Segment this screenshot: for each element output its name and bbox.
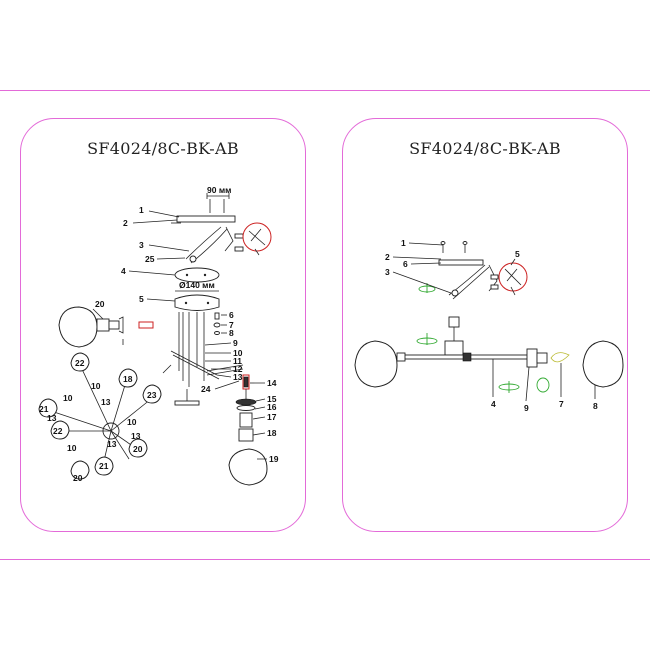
part-label: 25 [145, 254, 155, 264]
dim-canopy-label: Ø140 мм [179, 280, 215, 290]
dim-top-label: 90 мм [207, 185, 231, 195]
part-label: 20 [73, 473, 83, 483]
part-label: 20 [133, 444, 143, 454]
part-label: 6 [403, 259, 408, 269]
part-label: 20 [95, 299, 105, 309]
part-label: 5 [515, 249, 520, 259]
part-label: 9 [524, 403, 529, 413]
arm-wires [185, 222, 272, 264]
part-label: 19 [269, 454, 279, 464]
part-label: 9 [233, 338, 238, 348]
right-leader-lines [392, 242, 596, 402]
part-label: 10 [233, 348, 243, 358]
part-label: 12 [233, 364, 243, 374]
left-panel: SF4024/8C-BK-AB 90 мм [20, 118, 306, 532]
part-label: 3 [385, 267, 390, 277]
part-label: 6 [229, 310, 234, 320]
part-label: 17 [267, 412, 277, 422]
part-label: 10 [91, 381, 101, 391]
left-part-labels: 1 2 3 25 4 5 6 7 8 9 10 11 12 13 24 14 1… [39, 205, 279, 483]
right-exploded-diagram: 1 2 6 3 5 4 9 7 8 [354, 238, 624, 413]
part-label: 21 [39, 404, 49, 414]
leader-lines [92, 210, 267, 460]
part-label: 1 [139, 205, 144, 215]
part-label: 4 [491, 399, 496, 409]
rods [170, 312, 244, 406]
part-label: 2 [123, 218, 128, 228]
left-exploded-diagram: 90 мм Ø140 мм [38, 185, 279, 486]
part-label: 22 [53, 426, 63, 436]
mounting-bracket: 90 мм [171, 185, 236, 224]
right-part-labels: 1 2 6 3 5 4 9 7 8 [385, 238, 598, 413]
right-panel: SF4024/8C-BK-AB [342, 118, 628, 532]
sheet-frame [0, 90, 650, 560]
part-label: 1 [401, 238, 406, 248]
part-label: 16 [267, 402, 277, 412]
part-label: 13 [107, 439, 117, 449]
right-model-title: SF4024/8C-BK-AB [409, 139, 561, 158]
part-label: 13 [47, 413, 57, 423]
part-label: 10 [67, 443, 77, 453]
part-label: 8 [593, 401, 598, 411]
part-label: 13 [131, 431, 141, 441]
part-label: 22 [75, 358, 85, 368]
part-label: 10 [127, 417, 137, 427]
part-label: 14 [267, 378, 277, 388]
part-label: 3 [139, 240, 144, 250]
part-label: 15 [267, 394, 277, 404]
arm-star [38, 352, 162, 480]
part-label: 11 [233, 356, 242, 366]
part-label: 24 [201, 384, 211, 394]
part-label: 18 [267, 428, 277, 438]
part-label: 8 [229, 328, 234, 338]
socket-stack [228, 374, 268, 486]
part-label: 13 [101, 397, 111, 407]
part-label: 13 [233, 372, 243, 382]
shade-20 [58, 306, 154, 348]
horizontal-bar [354, 340, 624, 388]
canopy: Ø140 мм [174, 280, 220, 311]
part-label: 18 [123, 374, 133, 384]
left-model-title: SF4024/8C-BK-AB [87, 139, 239, 158]
part-label: 21 [99, 461, 109, 471]
part-label: 10 [63, 393, 73, 403]
part-label: 23 [147, 390, 157, 400]
part-label: 2 [385, 252, 390, 262]
part-label: 5 [139, 294, 144, 304]
part-label: 7 [559, 399, 564, 409]
part-label: 7 [229, 320, 234, 330]
part-label: 4 [121, 266, 126, 276]
